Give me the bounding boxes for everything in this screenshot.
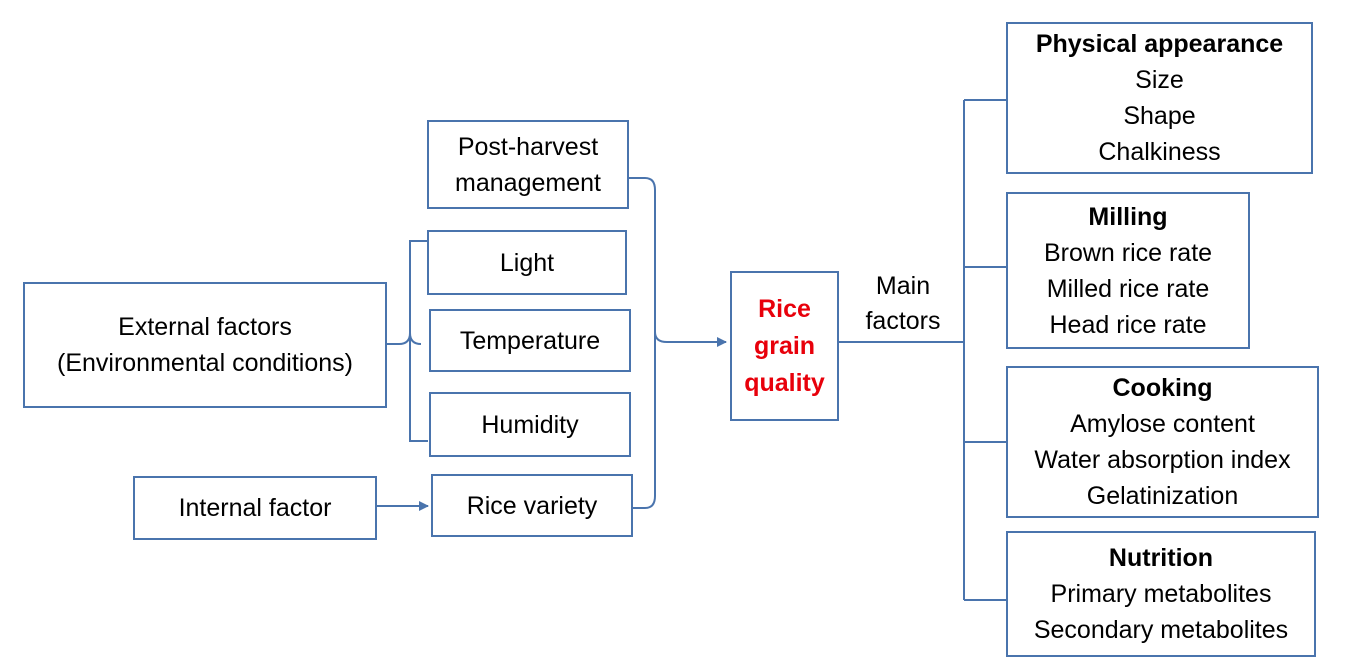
cooking-item: Water absorption index xyxy=(1034,446,1291,474)
external-factors-line2: (Environmental conditions) xyxy=(57,349,353,377)
rice-grain-quality-box: Rice grain quality xyxy=(730,271,839,421)
humidity-label: Humidity xyxy=(481,410,579,439)
physical-item: Size xyxy=(1135,66,1184,94)
rice-variety-label: Rice variety xyxy=(466,491,598,520)
physical-item: Shape xyxy=(1123,102,1196,130)
inputs-bracket xyxy=(628,177,656,509)
inputs-bracket-tick xyxy=(654,331,712,343)
center-line1: Rice xyxy=(758,294,811,323)
milling-item: Head rice rate xyxy=(1049,310,1207,339)
milling-item: Brown rice rate xyxy=(1043,238,1213,267)
main-factors-line2: factors xyxy=(865,307,941,335)
main-factors-line1: Main xyxy=(875,272,931,300)
physical-appearance-title: Physical appearance xyxy=(1035,30,1284,58)
light-box: Light xyxy=(427,230,627,295)
cooking-item: Gelatinization xyxy=(1086,482,1239,510)
nutrition-item: Primary metabolites xyxy=(1050,580,1272,608)
nutrition-item: Secondary metabolites xyxy=(1033,616,1289,644)
milling-item: Milled rice rate xyxy=(1046,274,1210,303)
environment-bracket xyxy=(409,240,428,442)
rice-variety-box: Rice variety xyxy=(431,474,633,537)
cooking-item: Amylose content xyxy=(1070,410,1255,438)
internal-factor-box: Internal factor xyxy=(133,476,377,540)
humidity-box: Humidity xyxy=(429,392,631,457)
post-harvest-line1: Post-harvest xyxy=(457,132,599,161)
milling-title: Milling xyxy=(1088,202,1168,231)
main-factors-label: Main factors xyxy=(848,269,958,339)
nutrition-title: Nutrition xyxy=(1108,544,1214,572)
light-label: Light xyxy=(499,248,555,277)
center-line2: grain xyxy=(753,331,816,360)
center-line3: quality xyxy=(744,368,825,397)
post-harvest-box: Post-harvest management xyxy=(427,120,629,209)
internal-factor-label: Internal factor xyxy=(178,494,332,522)
environment-bracket-tick xyxy=(387,332,422,345)
post-harvest-line2: management xyxy=(455,168,601,197)
nutrition-box: Nutrition Primary metabolites Secondary … xyxy=(1006,531,1316,657)
physical-item: Chalkiness xyxy=(1098,138,1221,166)
cooking-title: Cooking xyxy=(1112,374,1213,402)
cooking-box: Cooking Amylose content Water absorption… xyxy=(1006,366,1319,518)
external-factors-box: External factors (Environmental conditio… xyxy=(23,282,387,408)
temperature-label: Temperature xyxy=(459,326,601,355)
milling-box: Milling Brown rice rate Milled rice rate… xyxy=(1006,192,1250,349)
temperature-box: Temperature xyxy=(429,309,631,372)
physical-appearance-box: Physical appearance Size Shape Chalkines… xyxy=(1006,22,1313,174)
external-factors-line1: External factors xyxy=(118,313,292,341)
